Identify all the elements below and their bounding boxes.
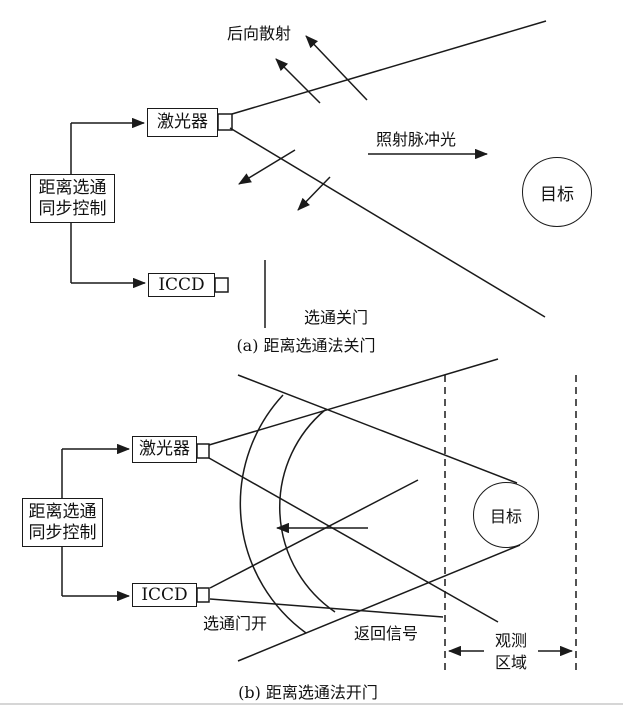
iccd-aperture-a <box>214 277 229 293</box>
target-label-b: 目标 <box>489 507 522 526</box>
iccd-box-b: ICCD <box>132 583 197 607</box>
iccd-label-b: ICCD <box>141 584 188 605</box>
target-circle-b: 目标 <box>473 482 539 548</box>
laser-box-b: 激光器 <box>132 436 197 463</box>
iccd-fov-upper-line <box>209 479 419 589</box>
laser-beam-upper-line-a <box>231 20 547 115</box>
backscatter-arrow-2 <box>305 35 368 101</box>
backscatter-arrow-4 <box>297 176 331 211</box>
iccd-aperture-b <box>196 587 210 603</box>
return-wavefront-arc-outer <box>239 394 307 634</box>
gate-open-label: 选通门开 <box>202 614 267 633</box>
laser-beam-upper-line-b <box>208 358 499 446</box>
iccd-label-a: ICCD <box>158 274 205 295</box>
iccd-fov-lower-line <box>209 598 444 618</box>
gate-closed-label: 选通关门 <box>303 308 368 327</box>
laser-label-b: 激光器 <box>139 439 190 459</box>
laser-aperture-a <box>217 113 233 131</box>
backscatter-arrow-1 <box>275 58 321 104</box>
sync-control-label-line1-a: 距离选通 <box>38 177 107 198</box>
panel-b-caption: (b) 距离选通法开门 <box>238 683 378 702</box>
sync-control-label-line2-b: 同步控制 <box>28 522 97 543</box>
pulse-light-label: 照射脉冲光 <box>375 130 456 149</box>
target-circle-a: 目标 <box>522 157 592 227</box>
observation-area-label-line2: 区域 <box>494 653 527 672</box>
return-wavefront-arc-inner <box>278 409 336 613</box>
laser-label-a: 激光器 <box>157 112 208 132</box>
iccd-box-a: ICCD <box>148 273 215 297</box>
backscatter-arrow-3 <box>238 149 296 185</box>
target-label-a: 目标 <box>540 184 574 205</box>
sync-control-box-a: 距离选通 同步控制 <box>30 174 115 223</box>
laser-beam-lower-line-a <box>229 127 546 318</box>
laser-beam-lower-line-b <box>208 457 499 623</box>
panel-a-lines <box>70 20 547 328</box>
sync-control-label-line1-b: 距离选通 <box>28 501 97 522</box>
target-cone-upper-line <box>237 374 518 484</box>
laser-box-a: 激光器 <box>147 108 218 137</box>
sync-control-label-line2-a: 同步控制 <box>38 198 107 219</box>
backscatter-label: 后向散射 <box>226 24 291 43</box>
target-cone-lower-line <box>237 544 521 662</box>
laser-aperture-b <box>196 443 210 459</box>
return-signal-label: 返回信号 <box>353 624 418 643</box>
sync-control-box-b: 距离选通 同步控制 <box>22 498 103 547</box>
observation-area-label-line1: 观测 <box>494 631 527 650</box>
panel-b-lines <box>61 358 577 672</box>
panel-a-caption: (a) 距离选通法关门 <box>236 336 376 355</box>
